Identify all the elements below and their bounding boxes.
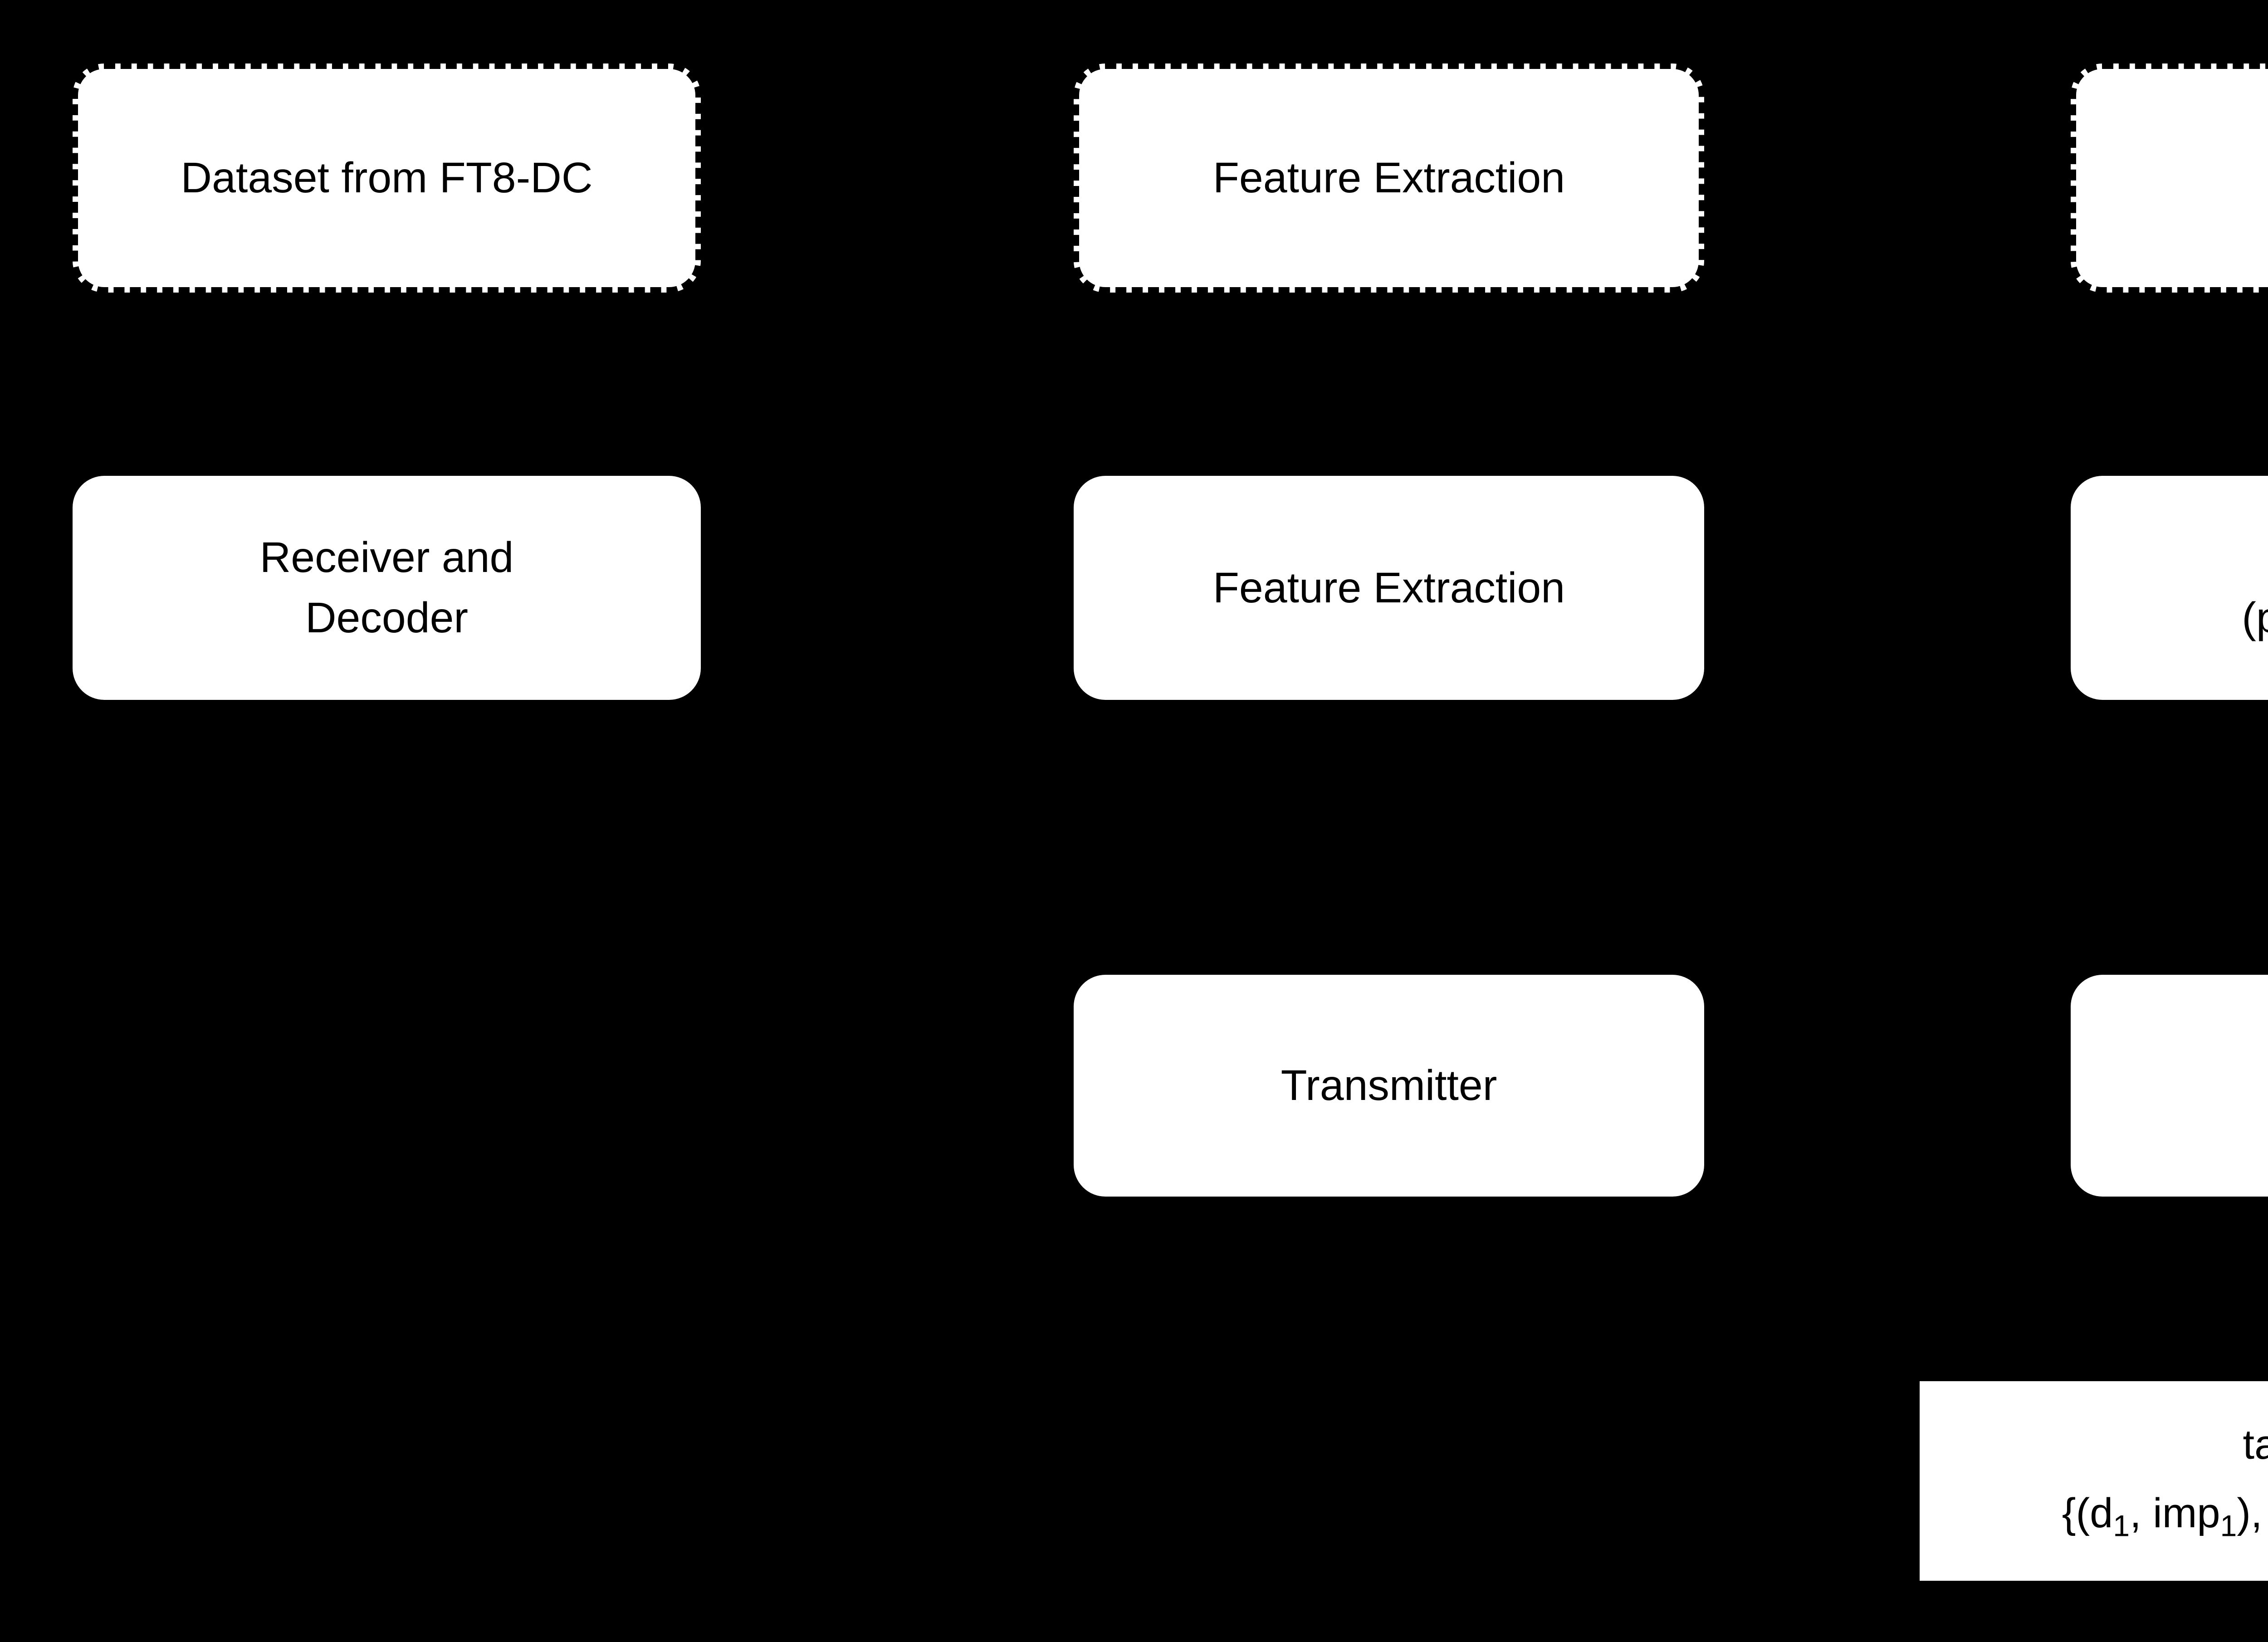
box-dataset-ft8dc-label: Dataset from FT8-DC (181, 154, 593, 202)
task-queue-line1: task queue (qn) (2243, 1421, 2268, 1468)
task-queue-line2: {(d1, imp1), (d2, imp2), ..., (dn,impn)} (2062, 1490, 2263, 1543)
box-receiver-decoder: Receiver and Decoder (73, 476, 701, 700)
box-transmitter-label: Transmitter (1281, 1061, 1497, 1109)
box-task-queue: task queue (qn) {(d1, imp1), (d2, imp2),… (1920, 1381, 2268, 1581)
box-ml-model-dashed: ML model (2071, 64, 2268, 293)
box-receiver-decoder-label: Receiver and Decoder (259, 533, 514, 642)
box-scheduler: Scheduler (2071, 975, 2268, 1197)
box-ml-model-predictor-label: ML model (predictor only) (2242, 594, 2268, 642)
box-transmitter: Transmitter (1074, 975, 1704, 1197)
box-dataset-ft8dc: Dataset from FT8-DC (73, 64, 701, 293)
box-feature-extraction-label: Feature Extraction (1212, 563, 1565, 612)
box-ml-model-predictor: ML model (predictor only) (2071, 476, 2268, 700)
box-feature-extraction-dashed: Feature Extraction (1074, 64, 1704, 293)
box-feature-extraction: Feature Extraction (1074, 476, 1704, 700)
box-feature-extraction-dashed-label: Feature Extraction (1212, 154, 1565, 202)
